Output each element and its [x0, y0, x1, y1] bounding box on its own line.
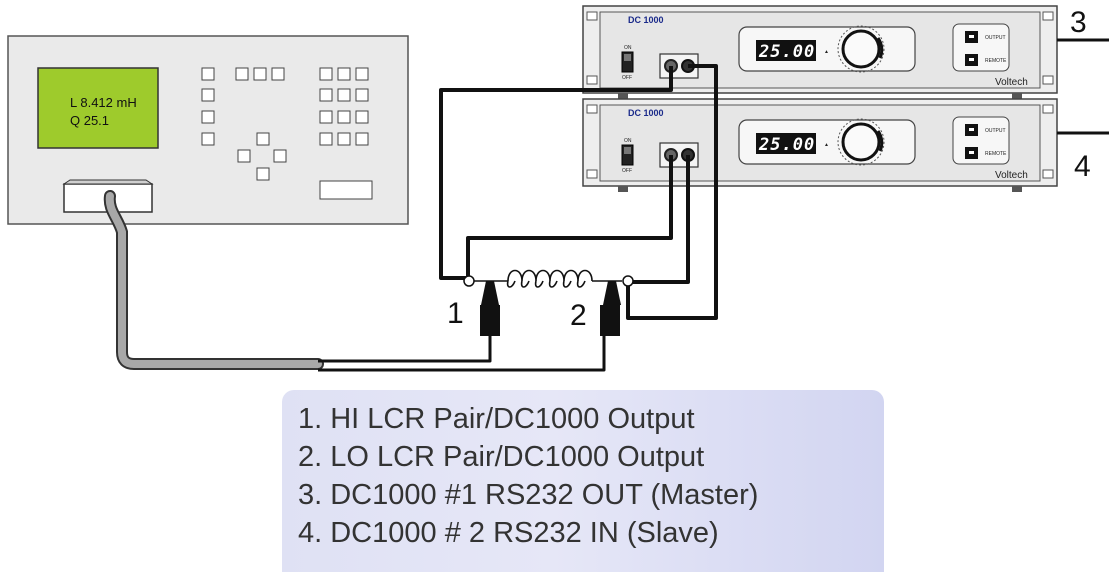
legend-item-3: 3. DC1000 #1 RS232 OUT (Master) [298, 479, 759, 511]
dc1000-2-knob[interactable] [837, 118, 885, 166]
node-2 [622, 275, 634, 287]
node-1 [463, 275, 475, 287]
dc1000-1-brand: Voltech [995, 77, 1028, 88]
lcd-line-q-factor: Q 25.1 [70, 113, 109, 128]
connection-label-4: 4 [1074, 150, 1091, 183]
lcd-line-inductance: L 8.412 mH [70, 95, 137, 110]
probe-clip-2 [600, 281, 621, 336]
lcr-meter: L 8.412 mH Q 25.1 [7, 35, 409, 225]
legend-item-2: 2. LO LCR Pair/DC1000 Output [298, 441, 705, 473]
dc1000-1-output-label: OUTPUT [985, 35, 1006, 41]
legend-list: 1. HI LCR Pair/DC1000 Output 2. LO LCR P… [282, 390, 884, 552]
dc1000-2-on-label: ON [624, 138, 632, 144]
legend-box: 1. HI LCR Pair/DC1000 Output 2. LO LCR P… [282, 390, 884, 572]
connection-label-3: 3 [1070, 6, 1087, 39]
dc1000-unit-2: DC 1000 ON OFF 25.00 ▲ OUTPUT REMOTE Vol… [582, 98, 1058, 192]
legend-item-1: 1. HI LCR Pair/DC1000 Output [298, 403, 695, 435]
dc1000-1-off-label: OFF [622, 75, 632, 81]
inductor [474, 269, 622, 288]
dc1000-2-output-label: OUTPUT [985, 128, 1006, 134]
dc1000-2-display [756, 133, 816, 154]
dc1000-2-display-unit: ▲ [824, 142, 829, 148]
terminal-label-2: 2 [570, 299, 587, 332]
wiring [318, 64, 718, 372]
dc1000-2-model: DC 1000 [628, 108, 664, 118]
dc1000-1-power-switch[interactable] [621, 51, 634, 73]
dc1000-2-off-label: OFF [622, 168, 632, 174]
dc1000-1-knob[interactable] [837, 25, 885, 73]
dc1000-1-display [756, 40, 816, 61]
dc1000-1-on-label: ON [624, 45, 632, 51]
dc1000-1-display-value: 25.00 [758, 42, 815, 62]
dc1000-2-brand: Voltech [995, 170, 1028, 181]
lcr-lcd-display [37, 67, 159, 149]
dc1000-2-remote-label: REMOTE [985, 151, 1007, 157]
terminal-label-1: 1 [447, 297, 464, 330]
legend-item-4: 4. DC1000 # 2 RS232 IN (Slave) [298, 517, 719, 549]
dc1000-2-display-value: 25.00 [758, 135, 815, 155]
dc1000-2-power-switch[interactable] [621, 144, 634, 166]
dc1000-1-model: DC 1000 [628, 15, 664, 25]
lcr-keypad[interactable] [201, 67, 373, 200]
dc1000-1-remote-label: REMOTE [985, 58, 1007, 64]
probe-clip-1 [480, 281, 500, 336]
lcr-cable [103, 190, 324, 370]
dc1000-unit-1: DC 1000 ON OFF 25.00 ▲ OUTPUT REMOTE Vol… [582, 5, 1058, 99]
dc1000-1-display-unit: ▲ [824, 49, 829, 55]
